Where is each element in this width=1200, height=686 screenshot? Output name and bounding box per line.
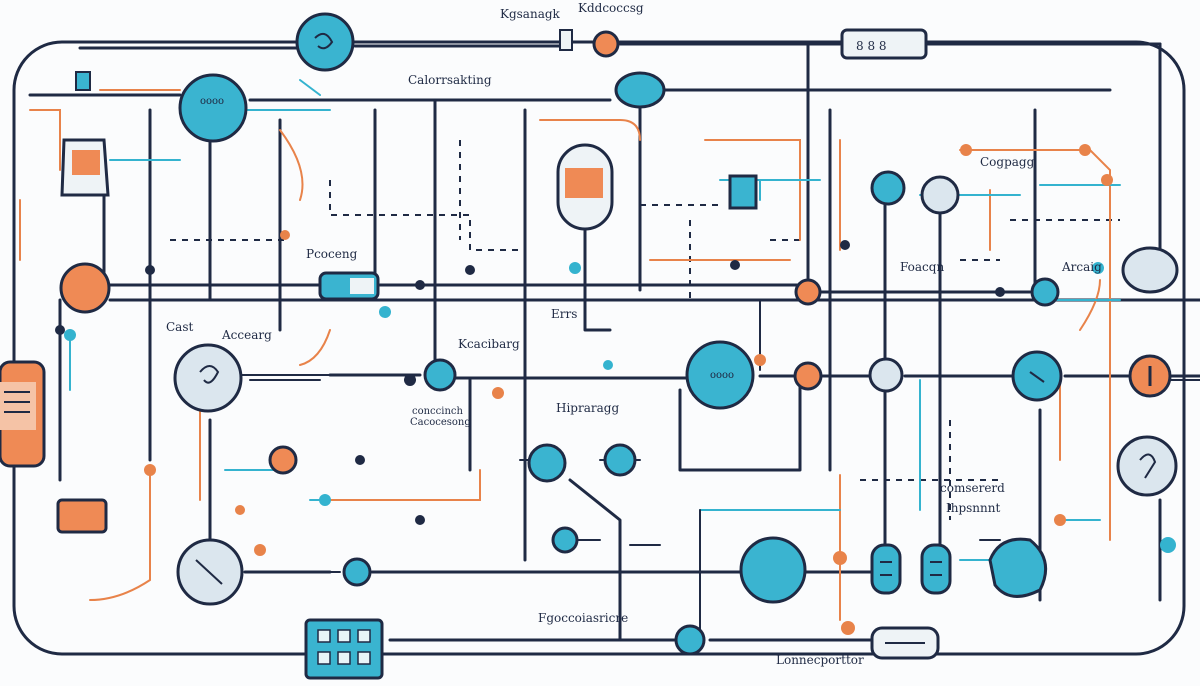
center-capsule[interactable] xyxy=(556,143,614,231)
label-lower-right-1: comsererd xyxy=(940,481,1005,495)
label-center: Kcacibarg xyxy=(458,337,520,351)
label-bottom-center: Fgoccoiasricre xyxy=(538,611,628,625)
label-lower-left-1: conccinch xyxy=(412,406,464,417)
label-left-mid-2: Accearg xyxy=(221,328,272,342)
medium-nodes[interactable] xyxy=(268,30,1060,656)
left-panel-device[interactable] xyxy=(0,360,46,468)
display-panel[interactable]: 8 8 8 xyxy=(840,28,928,60)
teal-wires xyxy=(69,79,1121,561)
label-right-top: Cogpagg xyxy=(980,155,1035,169)
connector-block[interactable] xyxy=(318,271,380,301)
label-center-left: Pcoceng xyxy=(306,247,358,261)
bus-main xyxy=(108,283,1032,294)
label-top-center: Calorrsakting xyxy=(408,73,492,87)
switch-left[interactable] xyxy=(559,29,573,51)
node-left-orange[interactable] xyxy=(59,262,111,314)
label-lower-left-2: Cacocesong xyxy=(410,417,471,428)
vertical-wires xyxy=(58,42,1162,642)
label-center-right: Foacqn xyxy=(900,260,944,274)
label-top-right: Kddcoccsg xyxy=(578,1,644,15)
diagram-labels: Kgsanagk Kddcoccsg Calorrsakting Cast Ac… xyxy=(166,1,1102,667)
node-gauge-left[interactable] xyxy=(173,343,243,413)
label-top-left: Kgsanagk xyxy=(500,7,561,21)
label-lower-right-2: Ihpsnnnt xyxy=(946,501,1000,515)
bus-top xyxy=(78,42,1162,50)
node-right-top-pale[interactable] xyxy=(1121,246,1179,294)
dashed-guides xyxy=(170,140,1120,520)
node-top-left[interactable] xyxy=(295,12,355,72)
node-gauge-bottom-left[interactable] xyxy=(176,538,244,606)
left-bottle-device[interactable] xyxy=(60,71,110,197)
bus-middle xyxy=(328,373,1200,380)
label-center-mid: Errs xyxy=(551,307,577,321)
capacitor-left[interactable] xyxy=(870,543,902,595)
node-right-pale[interactable] xyxy=(1011,350,1063,402)
node-right-gauge[interactable] xyxy=(1116,435,1178,497)
node-bottom-center-teal[interactable] xyxy=(739,536,807,604)
keypad-device[interactable] xyxy=(304,618,384,680)
svg-text:oooo: oooo xyxy=(710,370,734,381)
bus-upper xyxy=(28,88,1112,102)
node-upper-left[interactable]: oooo xyxy=(178,73,248,143)
label-left-mid: Cast xyxy=(166,320,193,334)
lower-left-orange-module[interactable] xyxy=(56,498,108,534)
display-digits: 8 8 8 xyxy=(856,39,887,53)
label-bottom-right: Lonnecporttor xyxy=(776,653,864,667)
orange-wires xyxy=(19,89,1111,621)
right-top-module[interactable] xyxy=(728,174,758,210)
svg-text:oooo: oooo xyxy=(200,96,224,107)
bottom-right-module[interactable] xyxy=(870,626,940,660)
label-center-low: Hipraragg xyxy=(556,401,619,415)
capacitor-right[interactable] xyxy=(920,543,952,595)
node-center-teal[interactable]: oooo xyxy=(685,340,755,410)
right-cluster-module[interactable] xyxy=(988,537,1048,598)
node-right-orange[interactable] xyxy=(1128,354,1172,398)
label-right-mid: Arcaig xyxy=(1061,260,1102,274)
